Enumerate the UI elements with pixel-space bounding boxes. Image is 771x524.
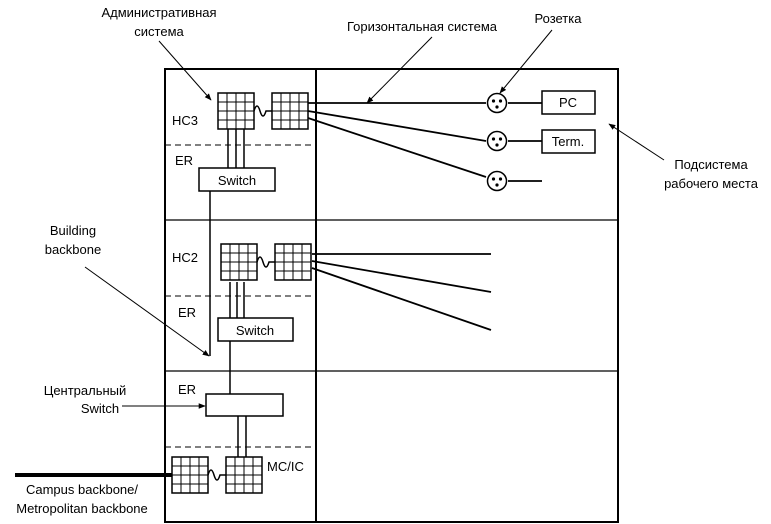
switch-box-mid	[217, 317, 294, 342]
horizontal-cables	[15, 102, 542, 477]
switch-label-top: Switch	[218, 173, 256, 188]
outlet-icon	[486, 130, 508, 152]
er-label-bottom: ER	[178, 382, 196, 397]
outlet-icon	[486, 92, 508, 114]
central-switch-label-2: Switch	[81, 401, 119, 416]
hc3-label: HC3	[172, 113, 198, 128]
pc-box	[541, 90, 596, 115]
central-switch-label-1: Центральный	[44, 383, 127, 398]
patch-panel-hc2	[220, 243, 312, 281]
workplace-subsystem-label-2: рабочего места	[664, 176, 759, 191]
er-divider-lines	[165, 144, 316, 448]
central-switch-box	[205, 393, 284, 417]
switch-box-top	[198, 167, 276, 192]
vertical-cables	[209, 129, 247, 457]
term-label: Term.	[552, 134, 585, 149]
term-box	[541, 129, 596, 154]
leader-arrows	[84, 29, 665, 409]
campus-backbone-label-2: Metropolitan backbone	[16, 501, 148, 516]
patch-panel-hc3	[217, 92, 309, 130]
workplace-subsystem-label-1: Подсистема	[674, 157, 748, 172]
building-backbone-label-1: Building	[50, 223, 96, 238]
horizontal-system-label: Горизонтальная система	[347, 19, 498, 34]
hc2-label: HC2	[172, 250, 198, 265]
mc-ic-label: MC/IC	[267, 459, 304, 474]
pc-label: PC	[559, 95, 577, 110]
outlet-icon	[486, 170, 508, 192]
outlet-label: Розетка	[535, 11, 583, 26]
patch-panel-mc	[171, 456, 263, 494]
admin-system-label-1: Административная	[101, 5, 216, 20]
campus-backbone-label-1: Campus backbone/	[26, 482, 138, 497]
building-backbone-label-2: backbone	[45, 242, 101, 257]
er-label-top: ER	[175, 153, 193, 168]
er-label-mid: ER	[178, 305, 196, 320]
admin-system-label-2: система	[134, 24, 184, 39]
switch-label-mid: Switch	[236, 323, 274, 338]
